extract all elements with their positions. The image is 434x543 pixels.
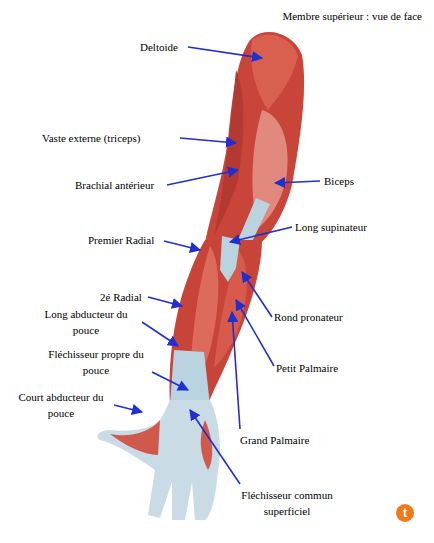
- arm-drawing: [98, 32, 304, 520]
- leader-line: [164, 241, 200, 250]
- leader-line: [188, 47, 262, 58]
- muscle-label: Biceps: [324, 173, 354, 189]
- muscle-label: Long supinateur: [295, 219, 367, 235]
- leader-line: [152, 372, 188, 390]
- leader-lines: [114, 47, 320, 484]
- hand: [98, 400, 220, 520]
- muscle-label: Grand Palmaire: [240, 432, 309, 448]
- leader-line: [190, 410, 240, 484]
- muscle-label: Fléchisseur commun superficiel: [232, 487, 342, 519]
- muscle-label: Vaste externe (triceps): [42, 130, 140, 146]
- supinator-tendon: [220, 236, 240, 282]
- muscle-label: Fléchisseur propre du pouce: [40, 346, 152, 378]
- triceps-muscle: [214, 70, 243, 236]
- muscle-label: Deltoide: [140, 39, 178, 55]
- leader-line: [167, 170, 238, 185]
- leader-line: [142, 322, 178, 346]
- muscle-label: Premier Radial: [88, 232, 154, 248]
- muscle-label: Long abducteur du pouce: [30, 306, 142, 338]
- muscle-label: Rond pronateur: [274, 309, 343, 325]
- leader-line: [236, 300, 274, 366]
- muscle-label: 2é Radial: [100, 289, 142, 305]
- muscle-label: Brachial antérieur: [75, 177, 154, 193]
- leader-line: [230, 227, 292, 242]
- figure-title: Membre supérieur : vue de face: [282, 8, 422, 24]
- muscle-label: Petit Palmaire: [276, 360, 338, 376]
- leader-line: [180, 138, 236, 143]
- muscle-label: Court abducteur du pouce: [8, 389, 114, 421]
- wrist-tendons: [170, 350, 210, 405]
- watermark-logo: t: [396, 504, 414, 522]
- leader-line: [232, 312, 240, 429]
- deltoid-muscle: [251, 35, 298, 110]
- leader-line: [114, 405, 142, 412]
- leader-line: [148, 297, 182, 306]
- leader-line: [242, 272, 272, 317]
- leader-line: [275, 181, 320, 183]
- thenar-muscle: [110, 420, 160, 455]
